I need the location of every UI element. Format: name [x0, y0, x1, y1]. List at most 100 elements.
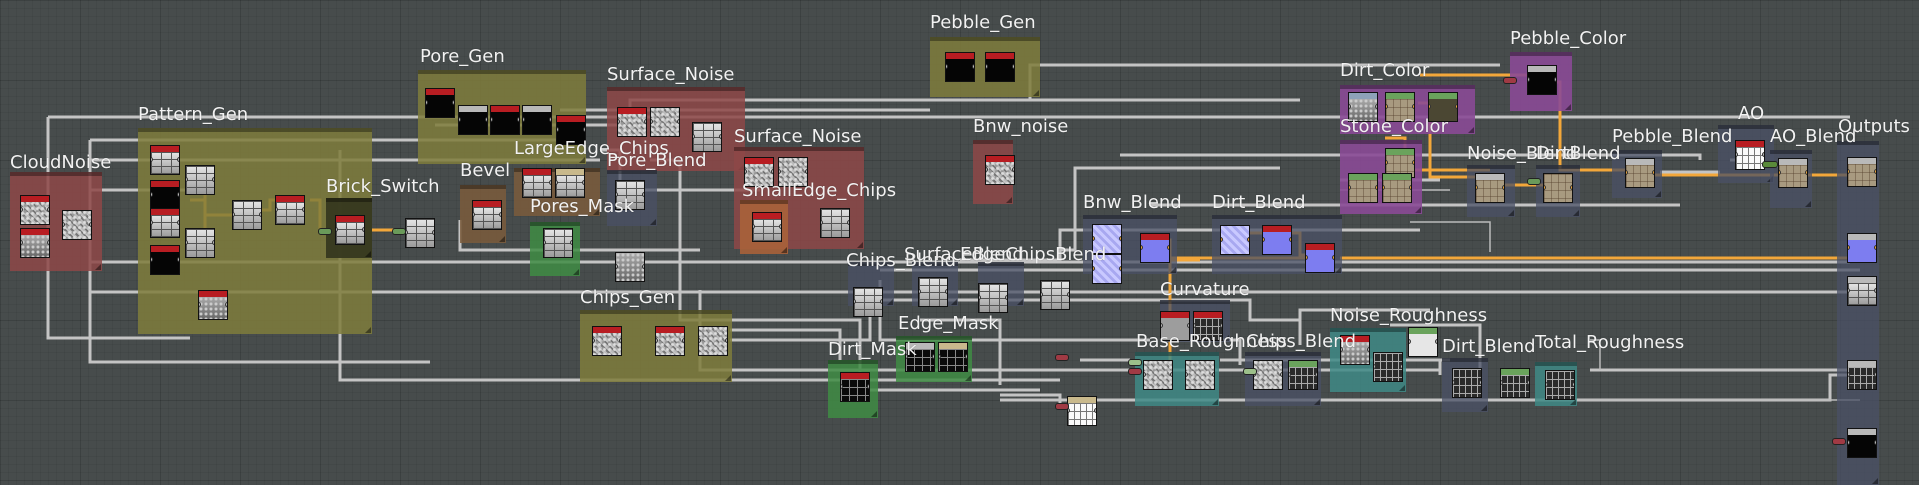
- output-port[interactable]: [945, 289, 947, 294]
- input-port[interactable]: [946, 64, 948, 69]
- output-port[interactable]: [805, 169, 807, 174]
- output-port[interactable]: [1412, 104, 1414, 109]
- input-port[interactable]: [1476, 185, 1478, 190]
- input-port[interactable]: [473, 212, 475, 217]
- roughness-grid-node[interactable]: [1193, 311, 1223, 341]
- output-port[interactable]: [1094, 408, 1096, 413]
- output-port[interactable]: [259, 212, 261, 217]
- output-port[interactable]: [177, 220, 179, 225]
- pin-connector[interactable]: [1055, 403, 1069, 410]
- output-port[interactable]: [642, 264, 644, 269]
- pin-connector[interactable]: [1762, 161, 1778, 168]
- output-port[interactable]: [583, 127, 585, 132]
- frame-resize-handle[interactable]: [1508, 210, 1514, 216]
- frame-resize-handle[interactable]: [1805, 201, 1811, 207]
- frame-resize-handle[interactable]: [1565, 104, 1571, 110]
- input-port[interactable]: [693, 134, 695, 139]
- output-port[interactable]: [1012, 64, 1014, 69]
- color-node[interactable]: [1543, 173, 1573, 203]
- roughness-grid-node[interactable]: [1452, 368, 1482, 398]
- input-port[interactable]: [593, 338, 595, 343]
- wire-grey[interactable]: [960, 228, 1090, 262]
- input-port[interactable]: [459, 117, 461, 122]
- output-port[interactable]: [1375, 185, 1377, 190]
- output-port[interactable]: [642, 192, 644, 197]
- output-port[interactable]: [89, 222, 91, 227]
- output-port[interactable]: [1412, 160, 1414, 165]
- input-port[interactable]: [1093, 236, 1095, 241]
- noise-texture-node[interactable]: [1253, 360, 1283, 390]
- output-port[interactable]: [1874, 288, 1876, 293]
- wire-grey[interactable]: [730, 328, 842, 360]
- input-port[interactable]: [1626, 170, 1628, 175]
- output-port[interactable]: [1874, 440, 1876, 445]
- input-port[interactable]: [523, 117, 525, 122]
- frame-resize-handle[interactable]: [1481, 405, 1487, 411]
- output-port[interactable]: [1315, 372, 1317, 377]
- frame-resize-handle[interactable]: [1335, 267, 1341, 273]
- output-port[interactable]: [972, 64, 974, 69]
- output-port[interactable]: [1119, 266, 1121, 271]
- brick-pattern-node[interactable]: [918, 277, 948, 307]
- input-port[interactable]: [151, 157, 153, 162]
- frame-resize-handle[interactable]: [965, 375, 971, 381]
- brick-pattern-node[interactable]: [275, 195, 305, 225]
- output-port[interactable]: [932, 354, 934, 359]
- input-port[interactable]: [1341, 347, 1343, 352]
- input-port[interactable]: [1186, 372, 1188, 377]
- frame-resize-handle[interactable]: [887, 299, 893, 305]
- frame-resize-handle[interactable]: [1570, 399, 1576, 405]
- output-port[interactable]: [1212, 372, 1214, 377]
- output-port[interactable]: [570, 240, 572, 245]
- frame-resize-handle[interactable]: [365, 327, 371, 333]
- input-port[interactable]: [1453, 380, 1455, 385]
- output-port[interactable]: [485, 117, 487, 122]
- roughness-grid-node[interactable]: [1373, 352, 1403, 382]
- output-port[interactable]: [212, 240, 214, 245]
- noise-texture-node[interactable]: [617, 107, 647, 137]
- output-port[interactable]: [1167, 245, 1169, 250]
- input-port[interactable]: [986, 64, 988, 69]
- input-port[interactable]: [1194, 323, 1196, 328]
- black-mask-node[interactable]: [490, 105, 520, 135]
- height-grid-node[interactable]: [1067, 396, 1097, 426]
- input-port[interactable]: [544, 240, 546, 245]
- input-port[interactable]: [491, 117, 493, 122]
- brick-pattern-node[interactable]: [150, 145, 180, 175]
- pin-connector[interactable]: [1832, 438, 1846, 445]
- black-mask-node[interactable]: [556, 115, 586, 145]
- black-mask-node[interactable]: [945, 52, 975, 82]
- frame-resize-handle[interactable]: [579, 157, 585, 163]
- normal-map-node[interactable]: [1092, 254, 1122, 284]
- frame-resize-handle[interactable]: [725, 375, 731, 381]
- roughness-grid-node[interactable]: [1545, 370, 1575, 400]
- brick-pattern-node[interactable]: [472, 200, 502, 230]
- pin-connector[interactable]: [1243, 368, 1257, 375]
- output-port[interactable]: [1409, 185, 1411, 190]
- output-port[interactable]: [1247, 237, 1249, 242]
- input-port[interactable]: [1093, 266, 1095, 271]
- wire-grey[interactable]: [1390, 323, 1482, 370]
- noise-texture-node[interactable]: [62, 210, 92, 240]
- input-port[interactable]: [186, 177, 188, 182]
- brick-pattern-node[interactable]: [820, 208, 850, 238]
- black-mask-node[interactable]: [150, 180, 180, 210]
- frame-resize-handle[interactable]: [781, 247, 787, 253]
- color-node[interactable]: [1385, 92, 1415, 122]
- brick-pattern-node[interactable]: [232, 200, 262, 230]
- pin-connector[interactable]: [1503, 77, 1517, 84]
- output-port[interactable]: [1280, 372, 1282, 377]
- roughness-grid-node[interactable]: [1500, 368, 1530, 398]
- input-port[interactable]: [979, 295, 981, 300]
- brick-pattern-node[interactable]: [853, 287, 883, 317]
- output-port[interactable]: [719, 134, 721, 139]
- input-port[interactable]: [841, 384, 843, 389]
- input-port[interactable]: [745, 169, 747, 174]
- noise-texture-node[interactable]: [985, 155, 1015, 185]
- output-port[interactable]: [1170, 372, 1172, 377]
- wire-grey-thin[interactable]: [1590, 339, 1601, 370]
- input-port[interactable]: [1349, 104, 1351, 109]
- wire-grey[interactable]: [1410, 358, 1442, 375]
- normal-output-node[interactable]: [1262, 225, 1292, 255]
- input-port[interactable]: [1736, 152, 1738, 157]
